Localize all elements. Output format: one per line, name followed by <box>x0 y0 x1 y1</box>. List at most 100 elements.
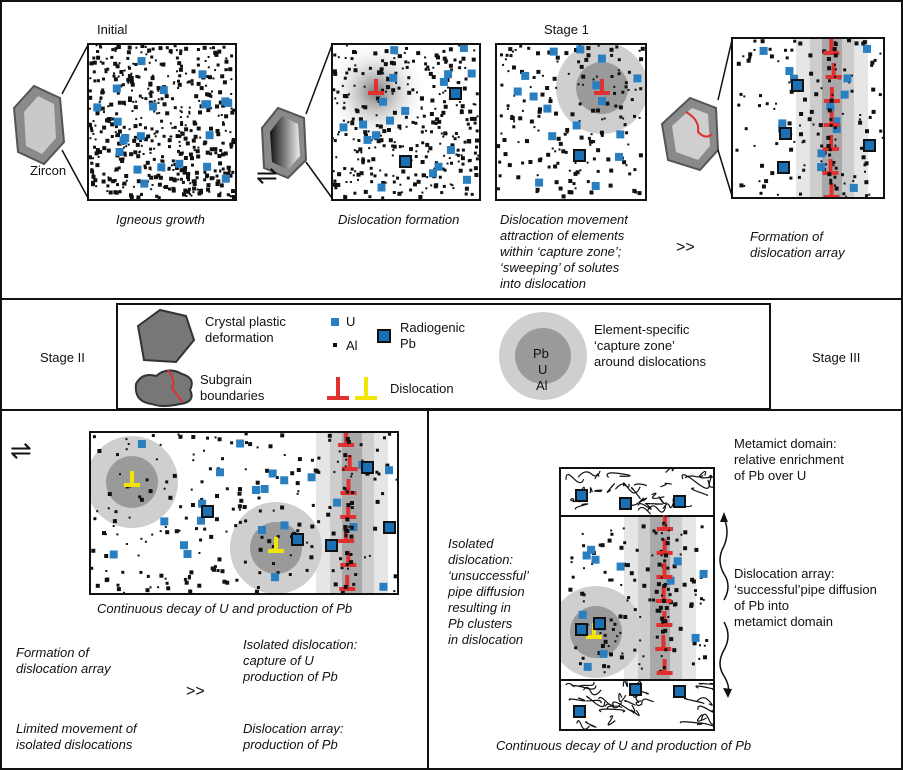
radiogenic-pb-marker <box>383 521 396 534</box>
stage2-caption: Continuous decay of U and production of … <box>97 601 353 616</box>
radiogenic-pb-marker <box>325 539 338 552</box>
uranium-marker <box>224 98 233 107</box>
uranium-marker <box>587 545 596 554</box>
legend-zone-al: Al <box>536 378 548 393</box>
dislocation-marker <box>828 159 833 172</box>
radiogenic-pb-marker <box>777 161 790 174</box>
uranium-marker <box>115 148 124 156</box>
legend-zone-pb: Pb <box>533 346 549 361</box>
uranium-marker <box>112 84 121 93</box>
uranium-marker <box>236 439 245 448</box>
uranium-marker <box>548 132 557 141</box>
legend-crystal-label-1: Crystal plastic <box>205 314 286 329</box>
metamict-texture <box>696 714 707 722</box>
metamict-label-1: Metamict domain: <box>734 436 837 451</box>
radiogenic-pb-marker <box>629 683 642 696</box>
legend-al-label: Al <box>346 338 358 353</box>
metamict-texture <box>665 468 675 473</box>
metamict-texture <box>641 698 655 704</box>
uranium-marker <box>379 582 388 591</box>
dislocation-marker <box>347 455 352 468</box>
metamict-texture <box>660 482 672 488</box>
dislocation-marker <box>341 467 358 471</box>
legend-subgrain-icon <box>134 369 193 407</box>
metamict-texture <box>574 503 589 510</box>
uranium-marker <box>535 178 544 187</box>
label-stage3: Stage III <box>812 350 861 365</box>
uranium-marker <box>271 573 279 582</box>
legend-u-icon <box>331 318 339 326</box>
metamict-texture <box>589 487 593 494</box>
stage2-left-a-2: dislocation array <box>16 661 111 676</box>
uranium-marker <box>578 610 587 619</box>
dislocation-marker <box>346 551 351 564</box>
uranium-marker <box>785 67 794 75</box>
uranium-marker <box>691 633 700 642</box>
panel-stage2 <box>89 431 399 595</box>
panel-stage3 <box>559 467 715 731</box>
metamict-texture <box>618 692 627 703</box>
metamict-texture <box>635 701 643 707</box>
dislocation-marker <box>338 443 355 447</box>
metamict-texture <box>606 472 631 478</box>
metamict-texture <box>681 474 710 489</box>
uranium-marker <box>843 74 852 83</box>
zoom-line <box>61 44 89 95</box>
isolated-label-1: Isolated <box>448 536 494 551</box>
radiogenic-pb-marker <box>593 617 606 630</box>
uranium-marker <box>333 498 342 507</box>
uranium-marker <box>258 526 266 534</box>
uranium-marker <box>444 70 453 79</box>
radiogenic-pb-marker <box>575 623 588 636</box>
uranium-marker <box>183 550 192 558</box>
uranium-marker <box>363 135 372 144</box>
metamict-texture <box>614 483 630 490</box>
stage2-left-b-1: Limited movement of <box>16 721 137 736</box>
metamict-texture <box>594 473 600 480</box>
metamict-texture <box>647 505 667 513</box>
metamict-texture <box>582 686 602 696</box>
stage3-caption: Continuous decay of U and production of … <box>496 738 752 753</box>
uranium-marker <box>260 485 269 493</box>
radiogenic-pb-marker <box>619 497 632 510</box>
radiogenic-pb-marker <box>361 461 374 474</box>
uranium-marker <box>198 70 207 79</box>
zoom-line <box>717 149 733 197</box>
uranium-marker <box>216 468 224 477</box>
uranium-marker <box>513 87 522 96</box>
radiogenic-pb-marker <box>399 155 412 168</box>
dislocation-marker <box>662 659 667 672</box>
uranium-marker <box>521 71 530 80</box>
caption-movement-2: attraction of elements <box>500 228 625 243</box>
uranium-marker <box>359 120 368 129</box>
uranium-marker <box>113 117 122 126</box>
uranium-marker <box>817 149 826 158</box>
metamict-texture <box>633 483 647 487</box>
uranium-marker <box>591 555 600 564</box>
uranium-marker <box>463 175 471 184</box>
radiogenic-pb-marker <box>575 489 588 502</box>
metamict-texture <box>565 473 585 484</box>
dislocation-marker <box>663 515 668 528</box>
metamict-texture <box>658 496 668 505</box>
uranium-marker <box>280 521 289 530</box>
legend-subgrain-label-1: Subgrain <box>200 372 253 387</box>
zoom-line <box>61 149 89 199</box>
uranium-marker <box>121 134 130 142</box>
metamict-texture <box>696 722 714 728</box>
isolated-label-4: pipe diffusion <box>448 584 525 599</box>
caption-igneous-growth: Igneous growth <box>116 212 205 227</box>
legend-zone-label-1: Element-specific <box>594 322 690 337</box>
metamict-texture <box>565 682 575 688</box>
dislocation-marker <box>268 549 284 553</box>
legend-pb-label-2: Pb <box>400 336 416 351</box>
uranium-marker <box>446 146 455 154</box>
stage2-left-b-2: isolated dislocations <box>16 737 133 752</box>
stage2-right-a-3: production of Pb <box>243 669 338 684</box>
uranium-marker <box>434 162 443 171</box>
metamict-texture <box>622 680 629 688</box>
uranium-marker <box>817 163 826 172</box>
zircon-crystal-icon <box>12 84 66 166</box>
array-label-4: metamict domain <box>734 614 833 629</box>
